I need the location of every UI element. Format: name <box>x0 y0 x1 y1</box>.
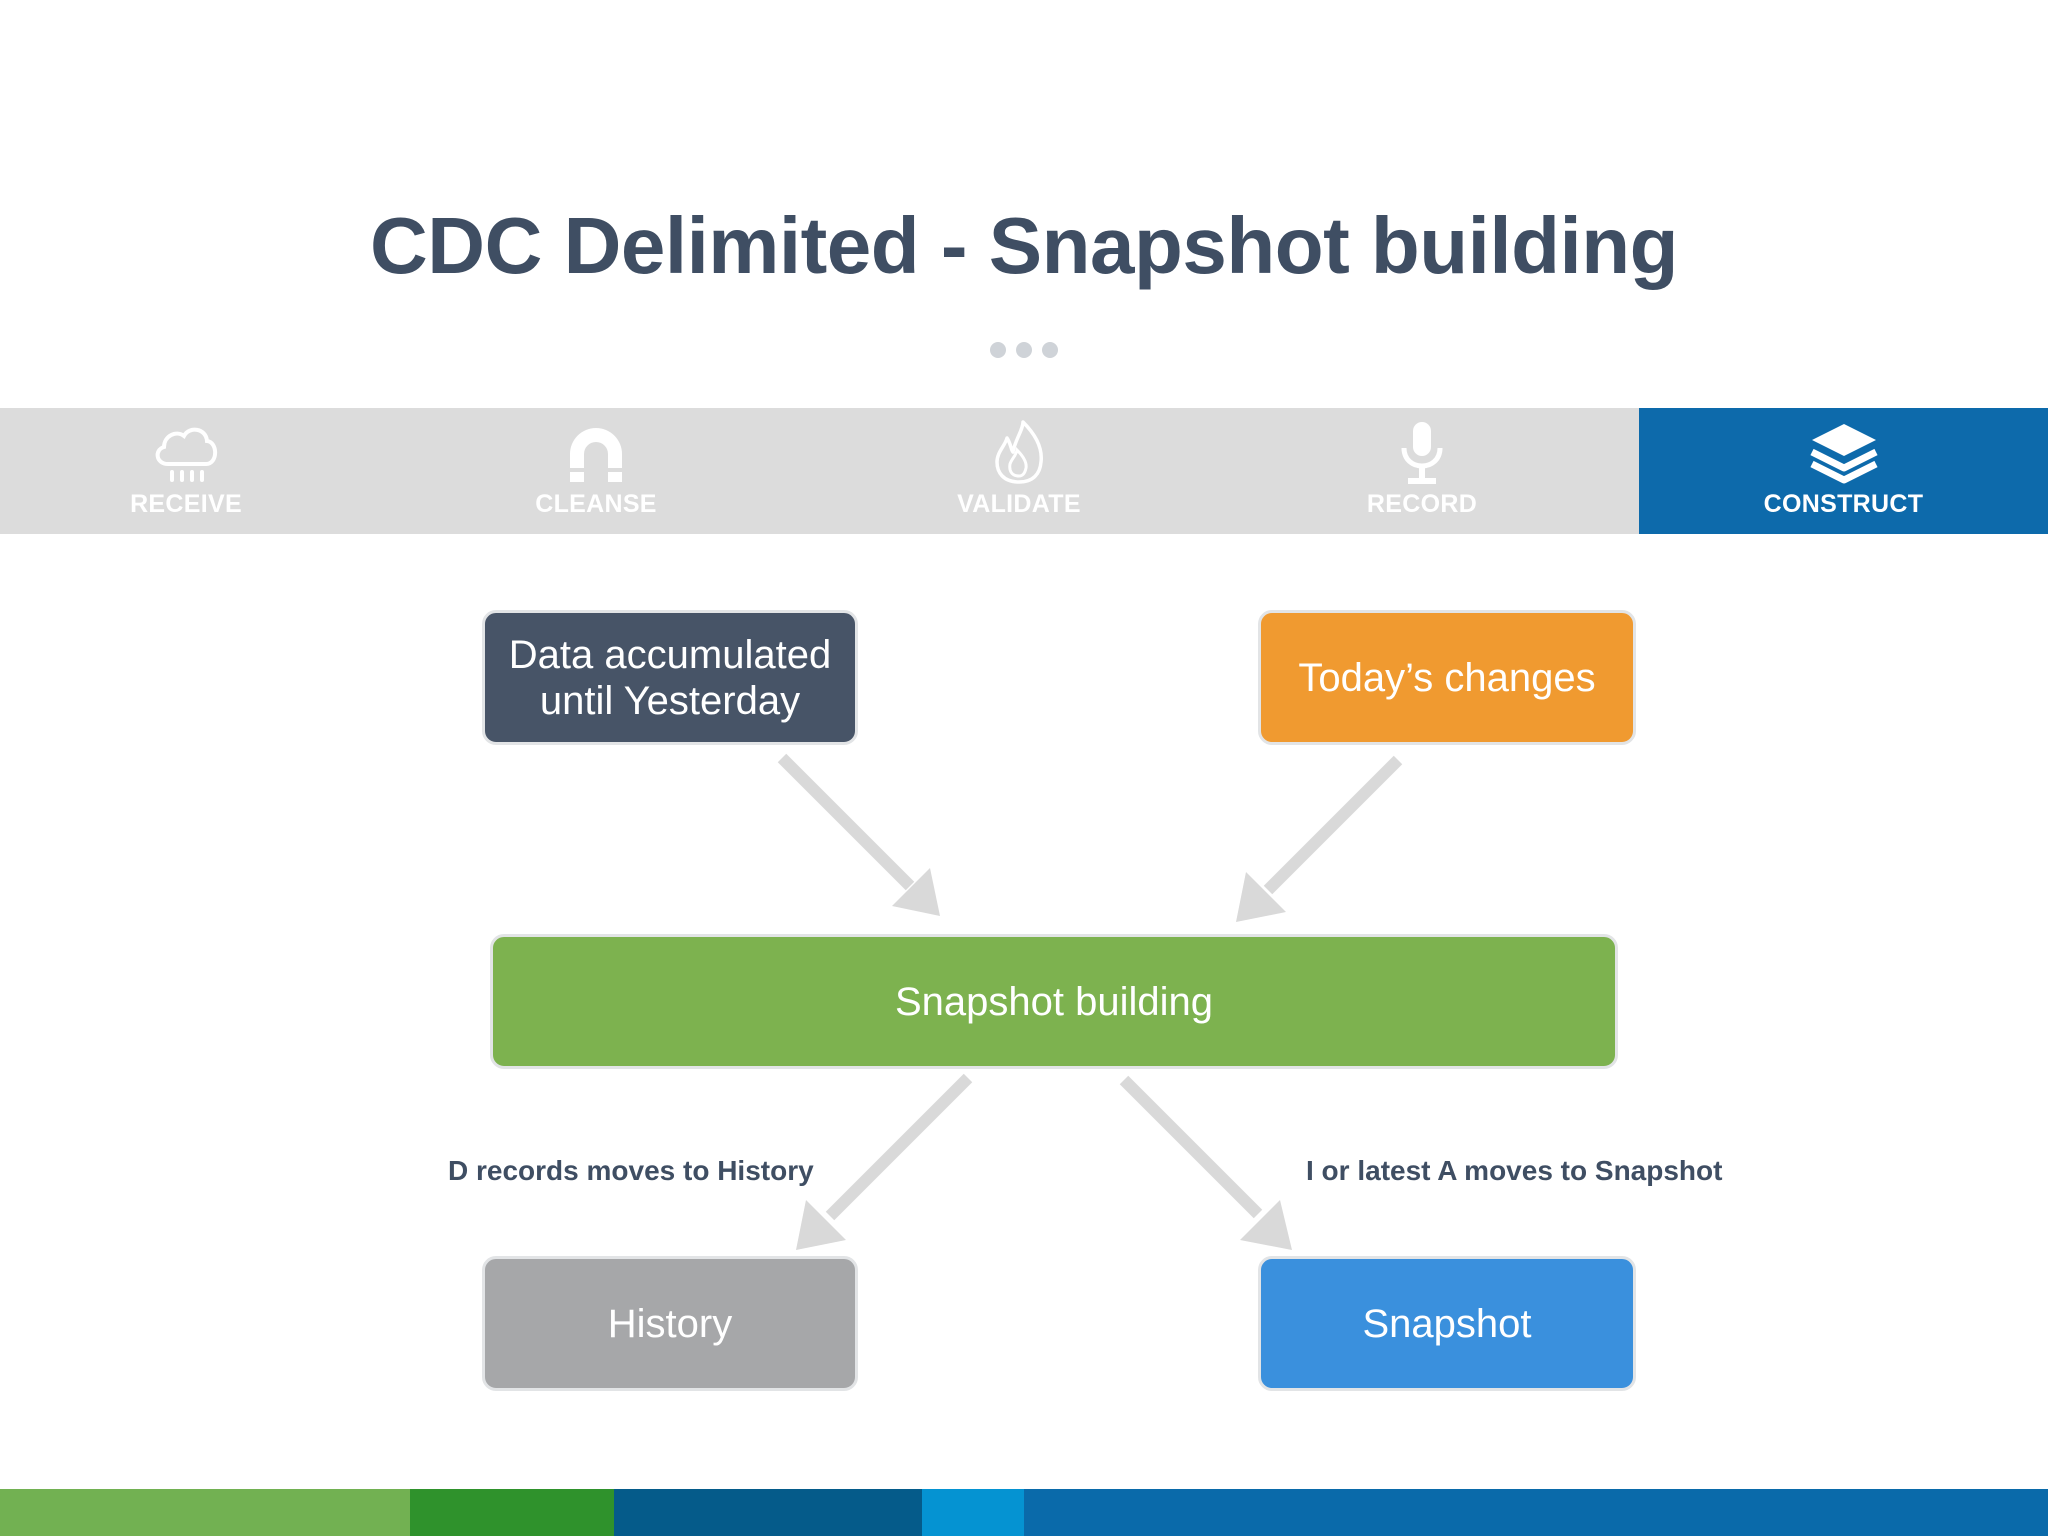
node-data-until-yesterday: Data accumulated until Yesterday <box>482 610 858 745</box>
arrow-build-to-snapshot <box>1119 1075 1263 1219</box>
footer-band <box>614 1489 922 1536</box>
arrow-yesterday-to-build <box>777 753 915 891</box>
footer-band <box>1024 1489 2048 1536</box>
dot <box>990 342 1006 358</box>
node-label: Snapshot <box>1362 1301 1532 1346</box>
edge-label-to-snapshot: I or latest A moves to Snapshot <box>1306 1155 1723 1186</box>
footer-band <box>0 1489 410 1536</box>
step-label: RECEIVE <box>130 490 242 518</box>
arrowhead <box>796 1200 846 1250</box>
arrowhead <box>892 868 940 916</box>
node-snapshot-building: Snapshot building <box>490 934 1618 1069</box>
step-validate: VALIDATE <box>833 408 1205 534</box>
dot <box>1042 342 1058 358</box>
arrow-today-to-build <box>1263 755 1403 895</box>
process-steps-bar: RECEIVE CLEANSE VALIDATE <box>0 408 2048 534</box>
step-construct: CONSTRUCT <box>1639 408 2048 534</box>
step-label: RECORD <box>1366 490 1478 518</box>
step-receive: RECEIVE <box>0 408 372 534</box>
flame-icon <box>983 420 1055 486</box>
node-history: History <box>482 1256 858 1391</box>
arrow-build-to-history <box>825 1073 973 1221</box>
node-todays-changes: Today’s changes <box>1258 610 1636 745</box>
pagination-dots <box>988 342 1060 360</box>
step-label: CONSTRUCT <box>1763 490 1924 518</box>
page-title: CDC Delimited - Snapshot building <box>370 201 1678 290</box>
node-label: Snapshot building <box>894 979 1214 1024</box>
arrowhead <box>1240 1200 1292 1250</box>
footer-band <box>922 1489 1024 1536</box>
step-label: VALIDATE <box>957 490 1081 518</box>
edge-label-to-history: D records moves to History <box>448 1155 814 1186</box>
step-record: RECORD <box>1236 408 1608 534</box>
step-cleanse: CLEANSE <box>410 408 782 534</box>
node-label: Today’s changes <box>1298 655 1596 700</box>
arrowhead <box>1236 872 1286 922</box>
microphone-icon <box>1386 420 1458 486</box>
layers-icon <box>1808 420 1880 486</box>
node-label: History <box>607 1301 733 1346</box>
node-snapshot: Snapshot <box>1258 1256 1636 1391</box>
node-label: Data accumulated until Yesterday <box>508 632 832 723</box>
magnet-icon <box>560 420 632 486</box>
step-label: CLEANSE <box>535 490 657 518</box>
dot <box>1016 342 1032 358</box>
cloud-rain-icon <box>150 420 222 486</box>
footer-band <box>410 1489 614 1536</box>
